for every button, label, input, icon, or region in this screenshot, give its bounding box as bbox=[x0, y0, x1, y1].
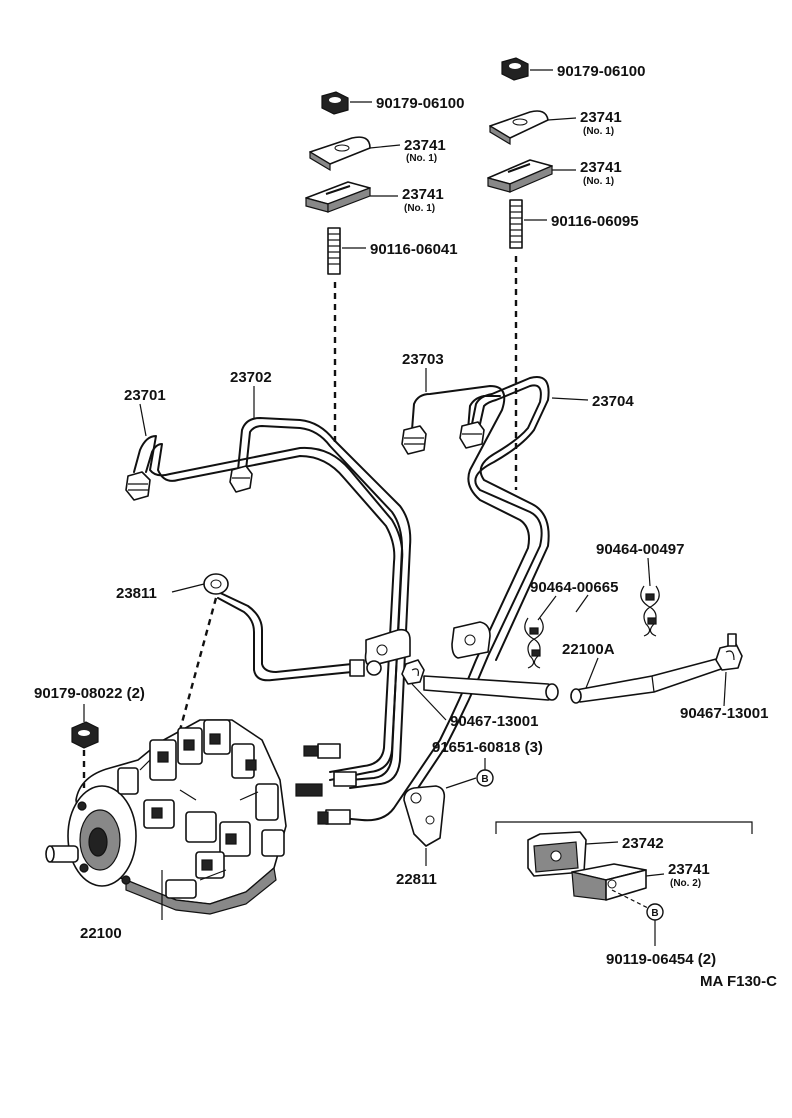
label-clamp-left-lower-sub: (No. 1) bbox=[404, 203, 435, 214]
label-clamp-right-lower: 23741 bbox=[580, 159, 622, 176]
label-clip-00665: 90464-00665 bbox=[530, 579, 618, 596]
label-stud-right: 90116-06095 bbox=[551, 213, 639, 230]
label-pipe-23702: 23702 bbox=[230, 369, 272, 386]
clamp-right-lower bbox=[487, 159, 553, 193]
clamp-23742 bbox=[527, 831, 587, 877]
label-pump-22100: 22100 bbox=[80, 925, 122, 942]
label-clamp-no2: 23741 bbox=[668, 861, 710, 878]
label-pipe-23703: 23703 bbox=[402, 351, 444, 368]
hose-clip-left bbox=[401, 659, 425, 685]
label-diagram-code: MA F130-C bbox=[700, 973, 777, 990]
clip-00497 bbox=[640, 585, 660, 637]
label-hose-22100a: 22100A bbox=[562, 641, 615, 658]
label-clamp-no2-sub: (No. 2) bbox=[670, 878, 701, 889]
hose-22100a bbox=[570, 657, 725, 704]
clamp-right-upper bbox=[489, 110, 549, 146]
label-pipe-23704: 23704 bbox=[592, 393, 634, 410]
label-clamp-left-upper-sub: (No. 1) bbox=[406, 153, 437, 164]
label-pipe-23701: 23701 bbox=[124, 387, 166, 404]
pipe-fitting-23703-a bbox=[401, 425, 427, 455]
label-bolt-06454: 90119-06454 (2) bbox=[606, 951, 716, 968]
label-clip-13001-right: 90467-13001 bbox=[680, 705, 768, 722]
label-stud-left: 90116-06041 bbox=[370, 241, 458, 258]
injection-pump bbox=[45, 719, 287, 915]
label-bracket-22811: 22811 bbox=[396, 871, 437, 888]
label-clip-00497: 90464-00497 bbox=[596, 541, 684, 558]
stud-left bbox=[327, 227, 341, 275]
nut-top-right bbox=[501, 57, 529, 81]
nut-pump bbox=[71, 721, 99, 749]
hose-left bbox=[423, 675, 559, 701]
bolt-marker-b1: B bbox=[476, 769, 494, 787]
nut-top-left bbox=[321, 91, 349, 115]
clamp-23741-no2 bbox=[571, 863, 647, 901]
bolt-marker-b2: B bbox=[646, 903, 664, 921]
pipe-fitting-23701 bbox=[125, 471, 151, 501]
pipe-23811 bbox=[203, 573, 382, 682]
label-nut-top-right: 90179-06100 bbox=[557, 63, 645, 80]
pipe-fitting-pump-1 bbox=[303, 743, 341, 759]
label-bolt-91651: 91651-60818 (3) bbox=[432, 739, 543, 756]
pipe-fitting-pump-2 bbox=[295, 771, 357, 797]
pipe-23701 bbox=[133, 435, 404, 781]
label-nut-top-left: 90179-06100 bbox=[376, 95, 464, 112]
pipe-23704 bbox=[405, 376, 550, 807]
label-nut-pump: 90179-08022 (2) bbox=[34, 685, 145, 702]
pipe-clamp-left bbox=[364, 628, 411, 667]
pipe-fitting-pump-3 bbox=[317, 809, 351, 825]
label-clamp-left-lower: 23741 bbox=[402, 186, 444, 203]
clip-00665 bbox=[524, 617, 544, 669]
bracket-22811 bbox=[403, 785, 446, 847]
pipe-clamp-right bbox=[451, 621, 491, 659]
pipe-23702 bbox=[237, 417, 412, 789]
label-clamp-right-upper: 23741 bbox=[580, 109, 622, 126]
clamp-left-upper bbox=[309, 136, 371, 172]
pipe-fitting-23703-b bbox=[459, 421, 485, 449]
label-clamp-right-lower-sub: (No. 1) bbox=[583, 176, 614, 187]
pipe-fitting-23702 bbox=[229, 465, 253, 493]
stud-right bbox=[509, 199, 523, 249]
label-clip-13001-left: 90467-13001 bbox=[450, 713, 538, 730]
clamp-left-lower bbox=[305, 181, 371, 213]
label-clamp-23742: 23742 bbox=[622, 835, 664, 852]
label-clamp-right-upper-sub: (No. 1) bbox=[583, 126, 614, 137]
bolt-marker-b1-label: B bbox=[481, 774, 488, 785]
bolt-marker-b2-label: B bbox=[651, 908, 658, 919]
hose-clip-right bbox=[715, 633, 743, 671]
label-clamp-left-upper: 23741 bbox=[404, 137, 446, 154]
label-pipe-23811: 23811 bbox=[116, 585, 157, 602]
